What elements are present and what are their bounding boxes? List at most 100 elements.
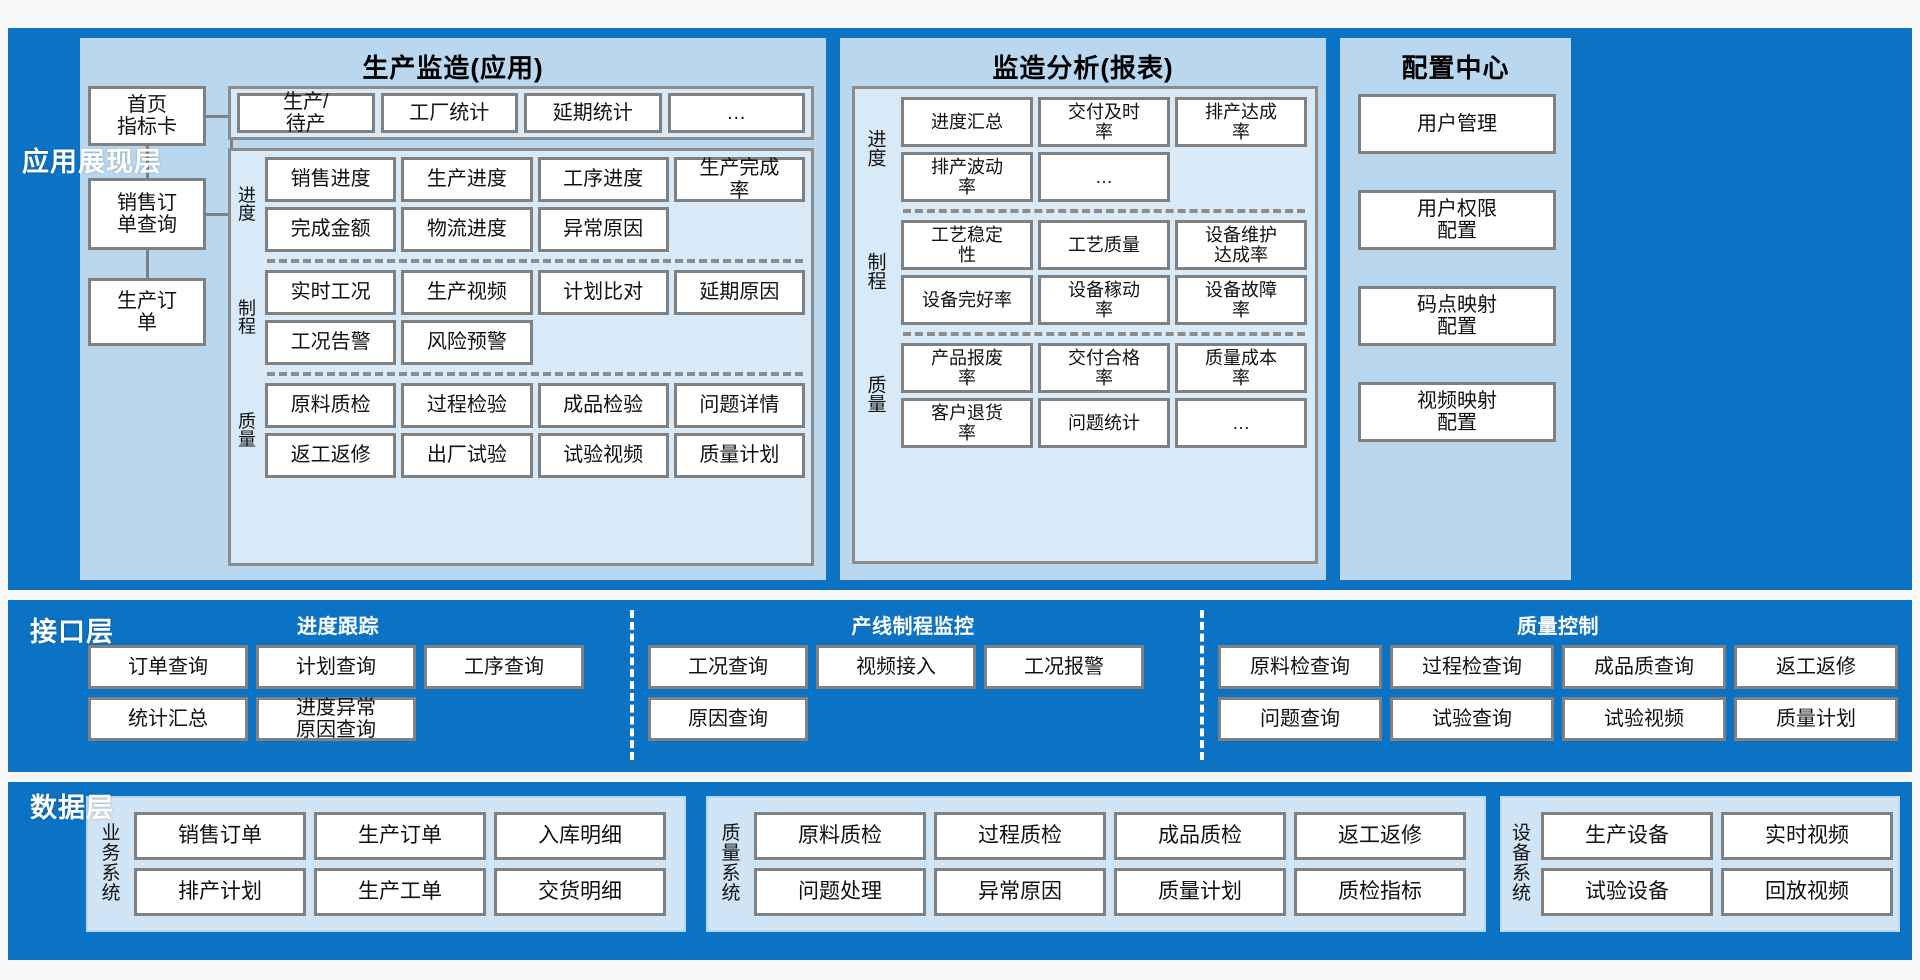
node-abnormal-reason-data[interactable]: 异常原因	[934, 868, 1106, 916]
application-layer-label: 应用展现层	[22, 147, 162, 177]
node-quality-cost-rate[interactable]: 质量成本率	[1175, 343, 1307, 393]
node-production-order-data[interactable]: 生产订单	[314, 812, 486, 860]
node-plan-query[interactable]: 计划查询	[256, 645, 416, 689]
node-rework-repair-data[interactable]: 返工返修	[1294, 812, 1466, 860]
node-raw-material-inspection[interactable]: 原料质检	[265, 383, 397, 428]
node-production-video[interactable]: 生产视频	[401, 270, 533, 315]
node-process-check-query[interactable]: 过程检查询	[1390, 645, 1554, 689]
node-realtime-condition[interactable]: 实时工况	[265, 270, 397, 315]
node-process-quality[interactable]: 工艺质量	[1038, 220, 1170, 270]
node-process-stability[interactable]: 工艺稳定性	[901, 220, 1033, 270]
node-order-query[interactable]: 订单查询	[88, 645, 248, 689]
node-more-quality[interactable]: …	[1175, 398, 1307, 448]
node-production-schedule[interactable]: 排产计划	[134, 868, 306, 916]
node-process-inspection[interactable]: 过程检验	[401, 383, 533, 428]
interface-layer-label: 接口层	[30, 617, 114, 647]
node-raw-material-check-query[interactable]: 原料检查询	[1218, 645, 1382, 689]
node-production-completion-rate[interactable]: 生产完成率	[673, 157, 805, 202]
node-issue-handling[interactable]: 问题处理	[754, 868, 926, 916]
node-factory-test[interactable]: 出厂试验	[401, 433, 533, 478]
node-producing-pending[interactable]: 生产/待产	[237, 91, 375, 135]
node-delivery-pass-rate[interactable]: 交付合格率	[1038, 343, 1170, 393]
node-production-order[interactable]: 生产订单	[88, 278, 206, 346]
node-risk-warning[interactable]: 风险预警	[401, 320, 533, 365]
node-abnormal-reason[interactable]: 异常原因	[537, 207, 669, 252]
node-playback-video[interactable]: 回放视频	[1721, 868, 1894, 916]
node-progress-abnormal-reason-query[interactable]: 进度异常原因查询	[256, 697, 416, 741]
node-delivery-detail[interactable]: 交货明细	[494, 868, 666, 916]
node-test-video-api[interactable]: 试验视频	[1562, 697, 1726, 741]
node-rework-repair[interactable]: 返工返修	[265, 433, 397, 478]
node-more-progress[interactable]: …	[1038, 152, 1170, 202]
divider-progress-process	[267, 259, 803, 263]
node-condition-query[interactable]: 工况查询	[648, 645, 808, 689]
node-realtime-video[interactable]: 实时视频	[1721, 812, 1894, 860]
node-production-work-order[interactable]: 生产工单	[314, 868, 486, 916]
node-equipment-maintenance-rate[interactable]: 设备维护达成率	[1175, 220, 1307, 270]
node-condition-alarm-api[interactable]: 工况报警	[984, 645, 1144, 689]
node-equipment-failure-rate[interactable]: 设备故障率	[1175, 275, 1307, 325]
node-home-kpi-card[interactable]: 首页指标卡	[88, 86, 206, 146]
node-production-progress[interactable]: 生产进度	[401, 157, 533, 202]
node-test-equipment[interactable]: 试验设备	[1541, 868, 1714, 916]
node-inbound-detail[interactable]: 入库明细	[494, 812, 666, 860]
node-video-access[interactable]: 视频接入	[816, 645, 976, 689]
node-production-equipment[interactable]: 生产设备	[1541, 812, 1714, 860]
node-schedule-attainment-rate[interactable]: 排产达成率	[1175, 97, 1307, 147]
node-plan-comparison[interactable]: 计划比对	[537, 270, 669, 315]
node-user-management[interactable]: 用户管理	[1358, 94, 1556, 154]
node-quality-plan[interactable]: 质量计划	[673, 433, 805, 478]
node-finished-qc[interactable]: 成品质检	[1114, 812, 1286, 860]
data-group-business-system-grid: 销售订单 生产订单 入库明细 排产计划 生产工单 交货明细	[134, 812, 666, 916]
node-raw-material-qc[interactable]: 原料质检	[754, 812, 926, 860]
report-section-process-label: 制程	[867, 252, 887, 293]
node-condition-alarm[interactable]: 工况告警	[265, 320, 397, 365]
node-rework-repair-api[interactable]: 返工返修	[1734, 645, 1898, 689]
node-reason-query[interactable]: 原因查询	[648, 697, 808, 741]
node-logistics-progress[interactable]: 物流进度	[401, 207, 533, 252]
node-finished-inspection[interactable]: 成品检验	[537, 383, 669, 428]
panel-config-center-title: 配置中心	[1401, 53, 1510, 83]
interface-layer: 接口层 进度跟踪 订单查询 计划查询 工序查询 统计汇总 进度异常原因查询 产线…	[8, 600, 1912, 772]
node-delay-reason[interactable]: 延期原因	[673, 270, 805, 315]
interface-group-line-process-monitor: 产线制程监控 工况查询 视频接入 工况报警 原因查询	[648, 610, 1178, 741]
node-completed-amount[interactable]: 完成金额	[265, 207, 397, 252]
node-code-point-mapping-config[interactable]: 码点映射配置	[1358, 286, 1556, 346]
node-finished-quality-query[interactable]: 成品质查询	[1562, 645, 1726, 689]
connector-2	[206, 213, 232, 216]
node-issue-statistics[interactable]: 问题统计	[1038, 398, 1170, 448]
node-process-progress[interactable]: 工序进度	[537, 157, 669, 202]
node-user-permission-config[interactable]: 用户权限配置	[1358, 190, 1556, 250]
node-sales-order-query[interactable]: 销售订单查询	[88, 178, 206, 250]
node-issue-query[interactable]: 问题查询	[1218, 697, 1382, 741]
node-process-query[interactable]: 工序查询	[424, 645, 584, 689]
node-more-top[interactable]: …	[667, 93, 805, 133]
report-section-process: 制程 工艺稳定性 工艺质量 设备维护达成率 设备完好率 设备稼动率 设备故障率	[867, 220, 1307, 325]
divider-process-quality	[267, 372, 803, 376]
node-test-query[interactable]: 试验查询	[1390, 697, 1554, 741]
node-factory-stats[interactable]: 工厂统计	[380, 93, 518, 133]
app-top-row-group: 生产/待产 工厂统计 延期统计 …	[228, 86, 814, 140]
node-process-qc[interactable]: 过程质检	[934, 812, 1106, 860]
node-product-scrap-rate[interactable]: 产品报废率	[901, 343, 1033, 393]
node-sales-progress[interactable]: 销售进度	[265, 157, 397, 202]
node-schedule-fluctuation-rate[interactable]: 排产波动率	[901, 152, 1033, 202]
node-customer-return-rate[interactable]: 客户退货率	[901, 398, 1033, 448]
connector-3	[146, 146, 149, 178]
node-quality-plan-data[interactable]: 质量计划	[1114, 868, 1286, 916]
node-statistics-summary[interactable]: 统计汇总	[88, 697, 248, 741]
node-video-mapping-config[interactable]: 视频映射配置	[1358, 382, 1556, 442]
node-equipment-intact-rate[interactable]: 设备完好率	[901, 275, 1033, 325]
node-quality-plan-api[interactable]: 质量计划	[1734, 697, 1898, 741]
node-equipment-utilization-rate[interactable]: 设备稼动率	[1038, 275, 1170, 325]
node-delay-stats[interactable]: 延期统计	[524, 93, 662, 133]
interface-group-quality-control-title: 质量控制	[1517, 616, 1599, 638]
node-issue-detail[interactable]: 问题详情	[673, 383, 805, 428]
app-main-group: 进度 销售进度 生产进度 工序进度 生产完成率 完成金额 物流进度 异常原因 制…	[228, 148, 814, 566]
node-qc-indicator[interactable]: 质检指标	[1294, 868, 1466, 916]
node-delivery-ontime-rate[interactable]: 交付及时率	[1038, 97, 1170, 147]
node-test-video[interactable]: 试验视频	[537, 433, 669, 478]
node-progress-summary[interactable]: 进度汇总	[901, 97, 1033, 147]
node-sales-order[interactable]: 销售订单	[134, 812, 306, 860]
divider-report-2	[903, 332, 1305, 336]
